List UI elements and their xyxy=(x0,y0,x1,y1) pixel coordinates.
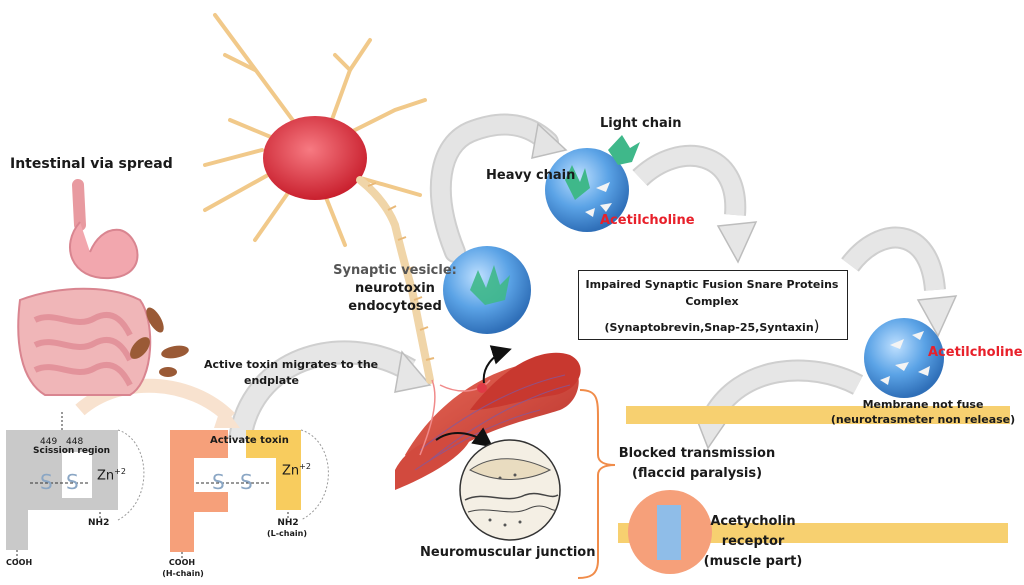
receptor-line2: receptor xyxy=(721,534,785,549)
postsynaptic-membrane xyxy=(618,523,1008,543)
vesicle-label: Synaptic vesicle: neurotoxin endocytosed xyxy=(330,262,460,316)
snare-complex-box: Impaired Synaptic Fusion Snare Proteins … xyxy=(578,270,848,340)
nh2-left-label: NH2 xyxy=(88,518,110,528)
zn-right-text: Zn xyxy=(282,463,300,479)
zn-left-charge: +2 xyxy=(114,467,126,476)
acetilcholine-top-label: Acetilcholine xyxy=(600,213,695,228)
receptor-line3: (muscle part) xyxy=(703,554,803,569)
presynaptic-membrane xyxy=(626,406,1010,424)
digestive-tract xyxy=(17,179,189,396)
receptor-label: Acetycholin receptor (muscle part) xyxy=(688,512,818,572)
vesicle-label-line2: neurotoxin xyxy=(355,281,435,296)
h-chain-label: (H-chain) xyxy=(162,569,204,578)
toxin-structure-active xyxy=(170,429,329,560)
activate-toxin-label: Activate toxin xyxy=(210,435,289,446)
acetylcholine-receptor xyxy=(628,490,712,574)
vesicle-label-line3: endocytosed xyxy=(348,299,442,314)
membrane-line2: (neurotrasmeter non release) xyxy=(830,413,1016,426)
snare-line3: (Synaptobrevin,Snap-25,Syntaxin) xyxy=(579,317,845,335)
zn-left-text: Zn xyxy=(97,468,115,484)
toxin-structure-inactive xyxy=(6,412,145,560)
ss-right-2: S xyxy=(240,470,253,494)
snare-proteins-text: (Synaptobrevin,Snap-25,Syntaxin xyxy=(604,321,814,334)
migrates-line2: endplate xyxy=(244,374,299,387)
ss-left-1: S xyxy=(40,470,53,494)
membrane-label: Membrane not fuse (neurotrasmeter non re… xyxy=(818,397,1024,427)
vesicle-label-line1: Synaptic vesicle: xyxy=(333,263,457,278)
junction-micrograph xyxy=(459,439,561,541)
acetilcholine-right-label: Acetilcholine xyxy=(928,345,1023,360)
ss-left-2: S xyxy=(66,470,79,494)
snare-line1: Impaired Synaptic Fusion Snare Proteins xyxy=(585,278,839,291)
receptor-line1: Acetycholin xyxy=(710,514,796,529)
muscle-illustration xyxy=(395,352,581,490)
snare-line2: Complex xyxy=(685,295,739,308)
orange-bracket xyxy=(577,389,616,579)
zn-right-label: Zn+2 xyxy=(282,462,311,478)
nmj-label: Neuromuscular junction xyxy=(420,545,596,560)
cooh-left-label: COOH xyxy=(6,558,33,567)
scission-label: Scission region xyxy=(33,446,111,456)
migrates-line1: Active toxin migrates to the xyxy=(204,358,379,371)
num449-label: 449 xyxy=(40,437,58,447)
gray-arrow-toxin-to-endplate xyxy=(228,340,432,443)
vesicle-toxin xyxy=(545,135,640,232)
membrane-line1: Membrane not fuse xyxy=(862,398,984,411)
ss-right-1: S xyxy=(212,470,225,494)
intestinal-label: Intestinal via spread xyxy=(10,156,173,172)
blocked-label: Blocked transmission (flaccid paralysis) xyxy=(612,444,782,484)
arrow-to-junction xyxy=(435,427,494,448)
cooh-right-label: COOH xyxy=(168,558,196,567)
arrow-to-vesicle xyxy=(482,345,512,384)
blocked-line2: (flaccid paralysis) xyxy=(631,466,763,481)
zn-right-charge: +2 xyxy=(299,462,311,471)
neuron-illustration xyxy=(203,13,435,384)
migrates-label: Active toxin migrates to the endplate xyxy=(204,357,378,389)
heavy-chain-label: Heavy chain xyxy=(486,168,576,183)
vesicle-acetilcholine xyxy=(864,318,944,398)
zn-left-label: Zn+2 xyxy=(97,467,126,483)
l-chain-label: (L-chain) xyxy=(266,529,307,538)
snare-close-paren: ) xyxy=(813,317,820,335)
num448-label: 448 xyxy=(66,437,84,447)
gray-arrow-axon-to-vesicle xyxy=(429,113,568,263)
blocked-line1: Blocked transmission xyxy=(618,446,776,461)
gray-arrow-snare-to-vesicle xyxy=(841,226,958,338)
vesicle-endocytosed xyxy=(443,246,531,334)
nh2-right-label: NH2 xyxy=(277,518,299,528)
light-chain-label: Light chain xyxy=(600,116,682,131)
gray-arrow-chain-to-snare xyxy=(632,144,758,264)
light-arrow-intestine-to-toxin xyxy=(75,378,240,428)
